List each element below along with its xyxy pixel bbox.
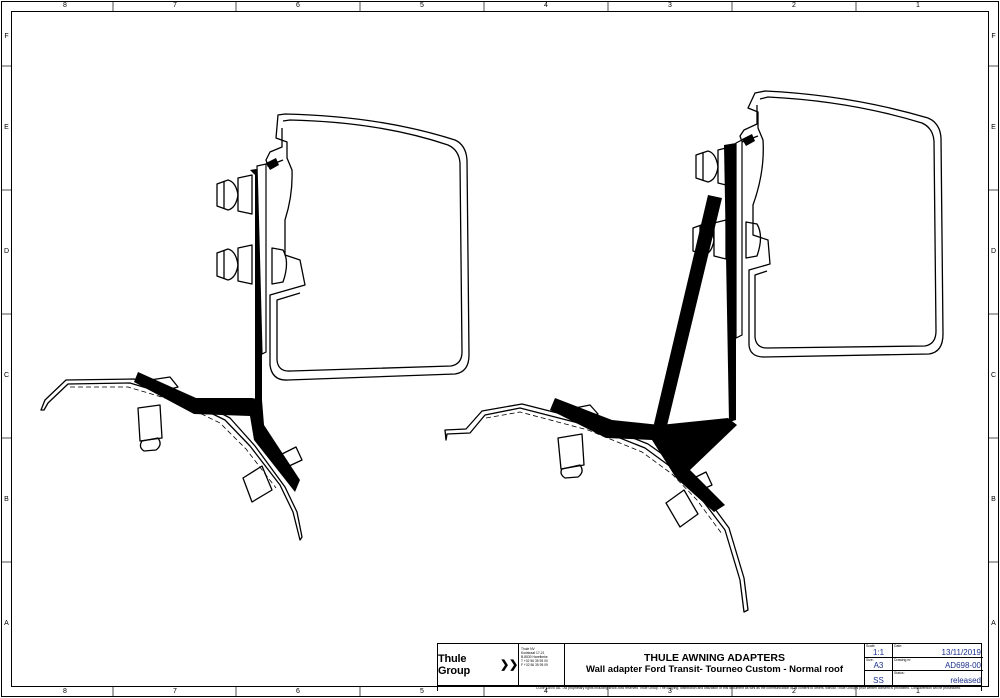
zone-col-label-bottom: 7	[173, 688, 177, 695]
zone-col-label: 6	[296, 2, 300, 9]
zone-col-label-bottom: 8	[63, 688, 67, 695]
right-adapter-assembly	[444, 90, 944, 613]
status-value: released	[950, 676, 981, 685]
upper-bolt-head-right	[695, 150, 719, 183]
address-line: Koristraat 17-21	[521, 651, 545, 655]
zone-col-label-bottom: 3	[668, 688, 672, 695]
drawing-number-cell: Drawing nr: AD698-00	[893, 658, 983, 671]
scale-label: Scale:	[866, 644, 876, 648]
format-label: Size:	[866, 658, 874, 662]
drawing-number-value: AD698-00	[944, 661, 981, 670]
zone-row-label: D	[3, 248, 10, 255]
drawing-title: THULE AWNING ADAPTERS	[644, 652, 785, 664]
date-label: Date:	[894, 644, 903, 648]
upper-bolt-head	[216, 179, 239, 211]
awning-profile-outer	[269, 113, 470, 381]
roof-bolt-left	[137, 404, 163, 442]
company-logo: Thule Group ❯❯	[438, 644, 518, 685]
lower-bolt-head	[216, 248, 239, 281]
left-bracket	[134, 158, 300, 492]
status-label: Status:	[894, 671, 905, 675]
date-value: 13/11/2019	[941, 648, 981, 657]
zone-col-label-bottom: 6	[296, 688, 300, 695]
address-line: Thule NV	[521, 647, 535, 651]
title-block: Thule Group ❯❯ Thule NV Koristraat 17-21 …	[437, 643, 983, 686]
zone-row-label-right: B	[991, 496, 996, 503]
zone-col-label: 4	[544, 2, 548, 9]
address-line: F +32 56 35 95 09	[521, 663, 548, 667]
inner-frame	[11, 11, 989, 687]
awning-profile-inner	[276, 119, 463, 372]
roof-bolt-right-right	[665, 489, 699, 528]
format-value: A3	[873, 661, 884, 670]
zone-row-label: F	[4, 33, 9, 40]
roof-bolt-left-right	[557, 433, 585, 470]
zone-col-label-bottom: 4	[544, 688, 548, 695]
date-cell: Date: 13/11/2019	[893, 644, 983, 658]
author-value: SS	[873, 676, 884, 685]
right-bracket	[550, 134, 755, 512]
roof-sheet-left	[40, 378, 303, 541]
address-line: B-8530 Harelbeke	[521, 655, 548, 659]
zone-row-label-right: F	[991, 33, 996, 40]
logo-text: Thule Group	[438, 652, 470, 677]
status-cell: Status: released	[893, 671, 983, 685]
roof-sheet-right	[444, 403, 749, 613]
address-line: T +32 56 35 95 00	[521, 659, 548, 663]
zone-row-label-right: C	[990, 372, 997, 379]
zone-col-label: 3	[668, 2, 672, 9]
confidentiality-notice: CONFIDENTIAL : All proprietary rights in…	[437, 686, 982, 691]
drawing-subtitle: Wall adapter Ford Transit- Tourneo Custo…	[585, 664, 844, 675]
author-cell: SS	[865, 671, 893, 685]
drawing-metadata: Scale: 1:1 Date: 13/11/2019 Size: A3 Dra…	[864, 644, 983, 685]
roof-bolt-right	[242, 465, 273, 503]
drawing-number-label: Drawing nr:	[894, 658, 912, 662]
zone-col-label: 5	[420, 2, 424, 9]
awning-profile-outer-right	[747, 90, 944, 358]
zone-col-label: 8	[63, 2, 67, 9]
zone-row-label: E	[4, 124, 9, 131]
zone-col-label: 2	[792, 2, 796, 9]
zone-row-label-right: A	[991, 620, 996, 627]
zone-col-label-bottom: 5	[420, 688, 424, 695]
zone-col-label-bottom: 1	[916, 688, 920, 695]
zone-row-label-right: E	[991, 124, 996, 131]
scale-cell: Scale: 1:1	[865, 644, 893, 658]
zone-row-label: A	[4, 620, 9, 627]
zone-col-label: 1	[916, 2, 920, 9]
zone-col-label: 7	[173, 2, 177, 9]
left-adapter-assembly	[40, 113, 470, 541]
zone-row-label: C	[3, 372, 10, 379]
format-cell: Size: A3	[865, 658, 893, 671]
zone-row-label-right: D	[990, 248, 997, 255]
scale-value: 1:1	[872, 648, 885, 657]
zone-row-label: B	[4, 496, 9, 503]
company-address: Thule NV Koristraat 17-21 B-8530 Harelbe…	[518, 644, 564, 685]
zone-col-label-bottom: 2	[792, 688, 796, 695]
drawing-titles: THULE AWNING ADAPTERS Wall adapter Ford …	[564, 644, 864, 685]
logo-mark-icon: ❯❯	[499, 659, 518, 671]
